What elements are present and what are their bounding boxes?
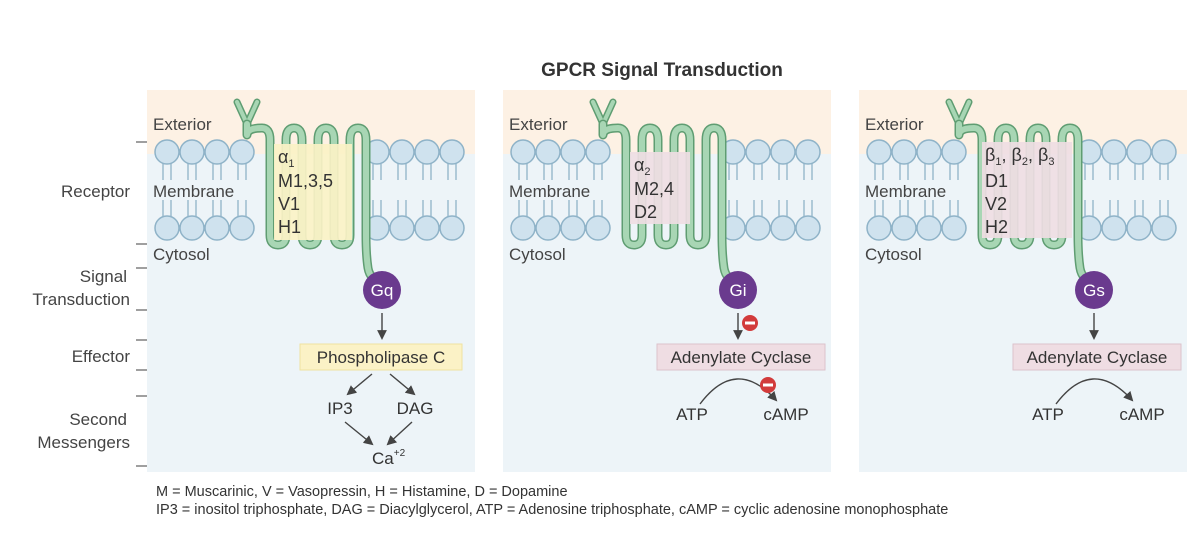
g-protein-circle	[719, 271, 757, 309]
side-label-signal-1: Signal	[80, 267, 127, 286]
label-membrane: Membrane	[153, 182, 234, 201]
receptor-item: H1	[278, 217, 301, 237]
receptor-item: D1	[985, 171, 1008, 191]
side-labels: Receptor Signal Transduction Effector Se…	[32, 141, 149, 467]
effector-label: Adenylate Cyclase	[1027, 348, 1168, 367]
effector-label: Adenylate Cyclase	[671, 348, 812, 367]
side-label-receptor: Receptor	[61, 182, 130, 201]
inhibit-icon	[760, 377, 776, 393]
effector-box	[299, 343, 463, 371]
receptor-box	[274, 144, 352, 240]
label-cytosol: Cytosol	[153, 245, 210, 264]
g-protein-label: Gs	[1083, 281, 1105, 300]
receptor-box	[982, 142, 1072, 238]
messenger-atp: ATP	[1032, 405, 1064, 424]
messenger-atp: ATP	[676, 405, 708, 424]
receptor-item: H2	[985, 217, 1008, 237]
messenger-ca: Ca+2	[372, 448, 406, 468]
side-label-signal-2: Transduction	[32, 290, 130, 309]
effector-box	[1012, 343, 1182, 371]
side-label-effector: Effector	[72, 347, 131, 366]
label-exterior: Exterior	[865, 115, 924, 134]
label-cytosol: Cytosol	[865, 245, 922, 264]
messenger-dag: DAG	[397, 399, 434, 418]
label-membrane: Membrane	[865, 182, 946, 201]
messenger-ip3: IP3	[327, 399, 353, 418]
receptor-item: M1,3,5	[278, 171, 333, 191]
receptor-item: M2,4	[634, 179, 674, 199]
label-cytosol: Cytosol	[509, 245, 566, 264]
side-label-second-1: Second	[69, 410, 127, 429]
receptor-item: V1	[278, 194, 300, 214]
label-membrane: Membrane	[509, 182, 590, 201]
receptor-item: V2	[985, 194, 1007, 214]
label-exterior: Exterior	[509, 115, 568, 134]
inhibit-icon	[742, 315, 758, 331]
footnote-line-2: IP3 = inositol triphosphate, DAG = Diacy…	[156, 502, 948, 518]
effector-label: Phospholipase C	[317, 348, 446, 367]
panel-gs: Exterior Membrane Cytosol β1, β2, β3 D1 …	[859, 90, 1187, 472]
g-protein-label: Gq	[371, 281, 394, 300]
label-exterior: Exterior	[153, 115, 212, 134]
gpcr-receptor	[589, 98, 743, 287]
g-protein-label: Gi	[730, 281, 747, 300]
receptor-box	[630, 152, 690, 224]
footnote-line-1: M = Muscarinic, V = Vasopressin, H = His…	[156, 484, 568, 500]
g-protein-circle	[363, 271, 401, 309]
panel-gi: Exterior Membrane Cytosol α2 M2,4 D2 Gi …	[503, 90, 831, 472]
g-protein-circle	[1075, 271, 1113, 309]
messenger-camp: cAMP	[1119, 405, 1164, 424]
receptor-item: D2	[634, 202, 657, 222]
panel-gq: Exterior Membrane Cytosol α1 M1,3,5 V1 H…	[147, 90, 475, 472]
messenger-camp: cAMP	[763, 405, 808, 424]
side-label-second-2: Messengers	[37, 433, 130, 452]
effector-box	[656, 343, 826, 371]
diagram-title: GPCR Signal Transduction	[541, 60, 783, 81]
receptor-beta: β1, β2, β3	[985, 145, 1054, 168]
